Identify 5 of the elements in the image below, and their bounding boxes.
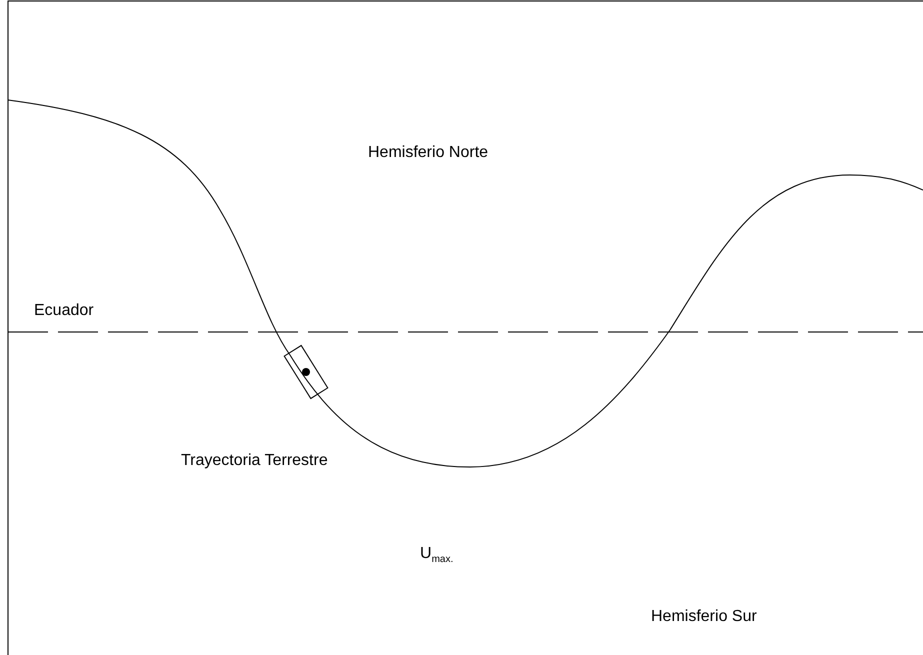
region-label: Hemisferio Sur [651, 608, 757, 626]
equator-label: Ecuador [34, 302, 94, 320]
track-label: Trayectoria Terrestre [181, 452, 328, 470]
region-label: Hemisferio Norte [368, 144, 488, 162]
velocity-label: U$_{max.}$ [420, 545, 454, 566]
